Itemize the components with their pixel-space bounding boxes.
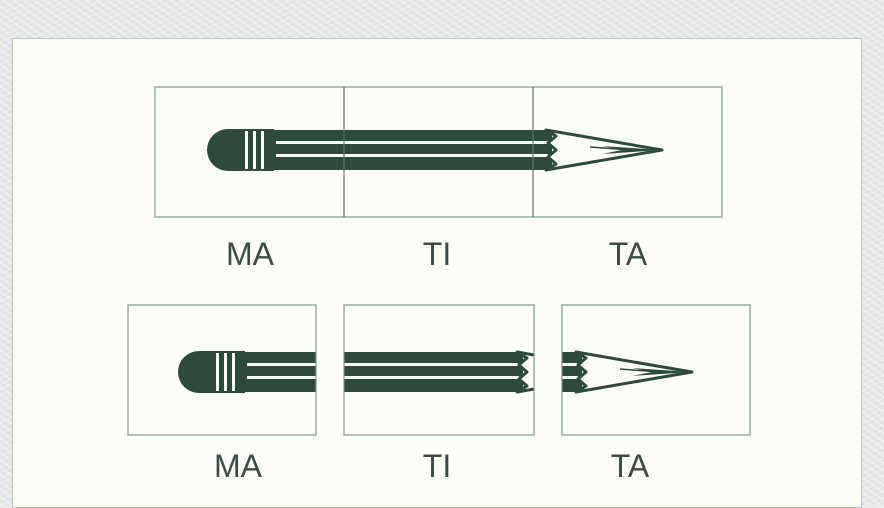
bottom-label-ma: MA [214,448,263,484]
top-row: MA TI TA [155,87,722,272]
top-label-ti: TI [423,236,451,272]
top-label-ta: TA [609,236,648,272]
bottom-label-ta: TA [611,448,650,484]
top-label-ma: MA [226,236,275,272]
whole-pencil-icon [207,129,662,171]
bottom-row: MA TI TA [128,305,750,484]
bottom-label-ti: TI [423,448,451,484]
